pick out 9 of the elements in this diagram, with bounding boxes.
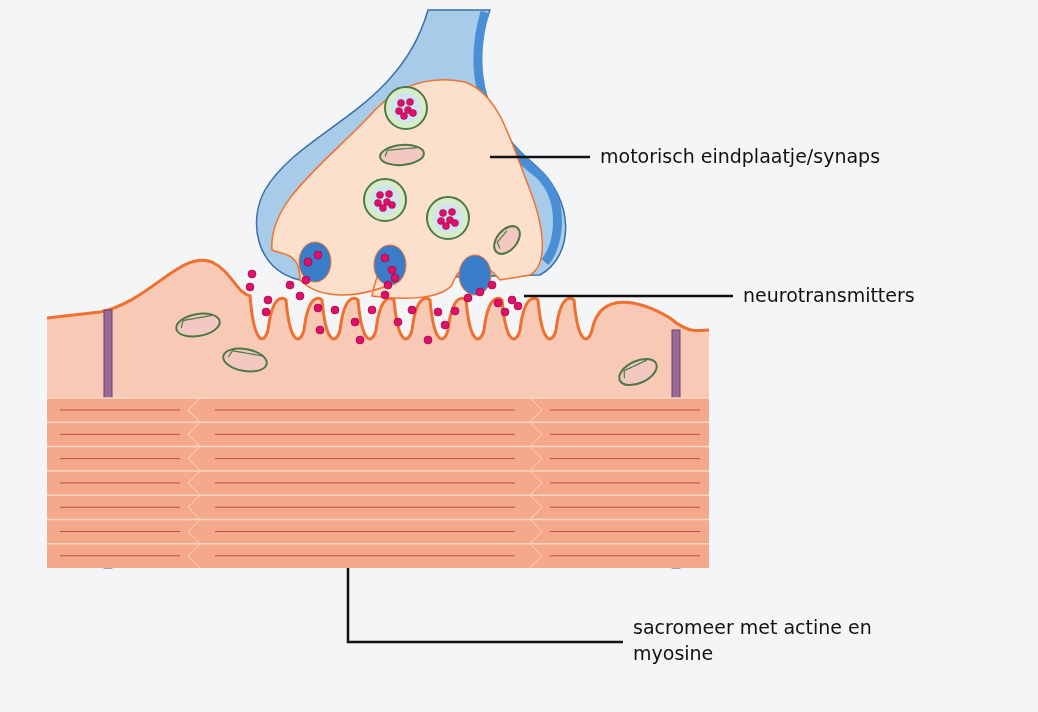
label-text: sacromeer met actine en myosine [633,614,933,666]
label-text: neurotransmitters [743,282,1003,308]
nerve-terminal-drawing [255,9,567,299]
sarcomere-region [46,397,710,569]
leader-line [346,568,623,644]
neurotransmitter-drawing [245,250,523,345]
leader-line [490,155,590,159]
leader-line [524,294,733,298]
label-text: motorisch eindplaatje/synaps [600,143,980,169]
